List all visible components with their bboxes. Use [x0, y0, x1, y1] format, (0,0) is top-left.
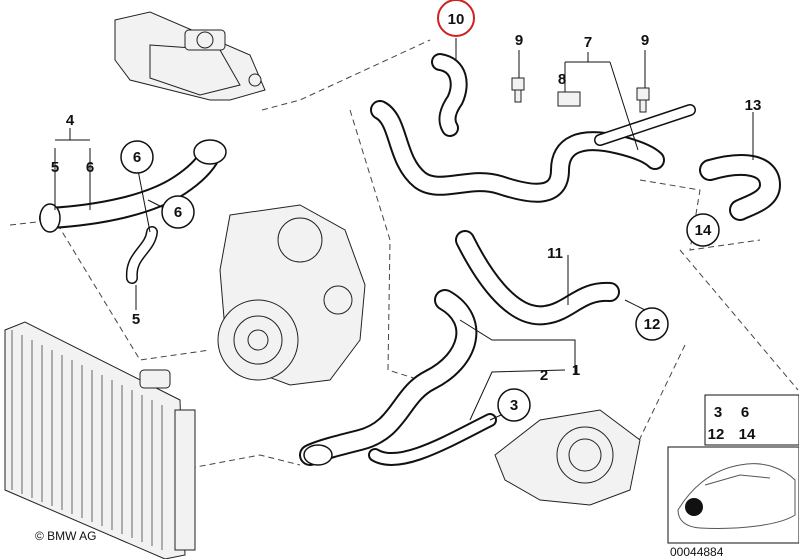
- hose-11: [455, 230, 620, 326]
- catalog-number: 00044884: [670, 545, 724, 559]
- callout-12-circled[interactable]: 12: [644, 316, 661, 333]
- hose-5: [125, 226, 158, 284]
- guide-line: [261, 39, 431, 111]
- callout-circle: [120, 140, 154, 174]
- callout-5[interactable]: 5: [51, 159, 59, 176]
- legend-box: [704, 394, 799, 446]
- leader: [564, 52, 639, 151]
- car-outline: [677, 463, 796, 529]
- leader: [459, 319, 576, 421]
- pipe-7: [594, 104, 696, 146]
- callout-9b[interactable]: 9: [641, 32, 649, 49]
- callout-4[interactable]: 4: [66, 112, 75, 129]
- leader: [136, 164, 151, 233]
- water-pump: [217, 204, 366, 386]
- leader: [54, 128, 91, 210]
- legend-12[interactable]: 12: [708, 426, 725, 443]
- legend-14[interactable]: 14: [739, 426, 756, 443]
- hose-13: [699, 154, 781, 221]
- guide-line: [349, 109, 421, 381]
- leader: [624, 299, 646, 311]
- callout-11[interactable]: 11: [547, 245, 563, 262]
- hose-10: [431, 53, 468, 137]
- callout-6-circled[interactable]: 6: [133, 149, 141, 166]
- location-marker-icon: [685, 498, 703, 516]
- callout-circle: [635, 307, 669, 341]
- bolt-9b: [636, 87, 650, 113]
- callout-circle: [161, 195, 195, 229]
- car-locator-box: [667, 446, 799, 544]
- legend-3[interactable]: 3: [714, 404, 722, 421]
- callout-circle: [686, 213, 720, 247]
- callout-6-circled-b[interactable]: 6: [174, 204, 182, 221]
- callout-5b[interactable]: 5: [132, 311, 140, 328]
- callout-8[interactable]: 8: [558, 71, 566, 88]
- guide-line: [179, 454, 301, 471]
- guide-line: [9, 219, 211, 361]
- thermostat-housing: [494, 409, 641, 506]
- expansion-tank: [114, 11, 266, 101]
- callout-2[interactable]: 2: [540, 367, 548, 384]
- guide-line: [679, 249, 799, 391]
- callout-3-circled[interactable]: 3: [510, 397, 518, 414]
- hose-3: [368, 413, 497, 466]
- radiator: [4, 321, 196, 559]
- callout-1[interactable]: 1: [572, 362, 580, 379]
- hose-4: [39, 139, 227, 233]
- hose-7: [370, 100, 665, 203]
- callout-7[interactable]: 7: [584, 34, 592, 51]
- bolt-8: [557, 91, 581, 107]
- callout-10[interactable]: 10: [448, 11, 465, 28]
- hose-1: [299, 289, 478, 466]
- legend-6[interactable]: 6: [741, 404, 749, 421]
- callout-14-circled[interactable]: 14: [695, 222, 712, 239]
- callout-circle: [497, 388, 531, 422]
- bolt-9: [511, 77, 525, 103]
- highlight-ring: [437, 0, 475, 37]
- callout-13[interactable]: 13: [745, 97, 762, 114]
- copyright-text: © BMW AG: [35, 529, 97, 543]
- callout-9[interactable]: 9: [515, 32, 523, 49]
- callout-6[interactable]: 6: [86, 159, 94, 176]
